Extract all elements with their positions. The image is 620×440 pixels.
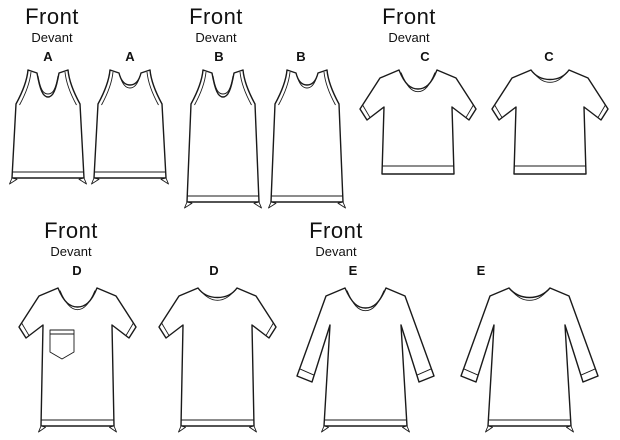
view-letter-e-front: E (348, 263, 358, 278)
armhole-binding-left (194, 71, 207, 106)
hem-vent-left (321, 425, 329, 433)
sleeve-band-left (494, 104, 503, 118)
neck-binding (37, 75, 59, 95)
view-letter-c-back: C (544, 49, 554, 64)
sleeve-cuff-left (463, 368, 479, 376)
armhole-binding-right (239, 71, 252, 106)
neck-binding (532, 71, 568, 83)
chest-pocket (49, 329, 75, 360)
view-c-back-drawing (491, 69, 609, 175)
hem-vent-right (253, 201, 262, 209)
view-b-back-drawing (268, 69, 346, 209)
view-d-back-drawing (158, 287, 277, 433)
armhole-binding-left (278, 71, 291, 106)
section-b-heading-block: Front Devant (180, 6, 252, 46)
tee-outline (359, 69, 477, 175)
view-e-front-drawing (296, 287, 435, 433)
view-letter-c-front: C (420, 49, 430, 64)
devant-label-d: Devant (50, 244, 92, 259)
sleeve-cuff-right (580, 368, 596, 376)
top-outline (296, 287, 435, 427)
devant-label-e: Devant (315, 244, 357, 259)
hem-vent-right (249, 425, 257, 433)
section-c-heading-block: Front Devant (373, 6, 445, 46)
sleeve-band-left (21, 322, 30, 336)
neck-binding (400, 72, 436, 93)
armhole-binding-left (19, 71, 32, 106)
sleeve-band-left (362, 104, 371, 118)
hem-vent-left (485, 425, 493, 433)
hem-vent-right (566, 425, 574, 433)
tee-outline (18, 287, 137, 427)
neck-binding (199, 289, 236, 301)
section-d-heading-block: Front Devant (35, 220, 107, 260)
hem-vent-right (402, 425, 410, 433)
hem-vent-right (78, 177, 87, 185)
armhole-binding-right (64, 71, 77, 106)
devant-label-c: Devant (388, 30, 430, 45)
tank-outline (11, 69, 85, 179)
devant-label-a: Devant (31, 30, 73, 45)
hem-vent-left (184, 201, 193, 209)
devant-label-b: Devant (195, 30, 237, 45)
view-letter-d-back: D (209, 263, 219, 278)
tank-outline (186, 69, 260, 203)
sleeve-band-right (265, 322, 274, 336)
tee-outline (158, 287, 277, 427)
sleeve-band-right (465, 104, 474, 118)
view-letter-a-front: A (43, 49, 53, 64)
view-b-front-drawing (184, 69, 262, 209)
view-letter-b-back: B (296, 49, 306, 64)
neck-binding (59, 290, 96, 311)
armhole-binding-right (323, 71, 336, 106)
neck-binding (296, 75, 318, 89)
neck-binding (510, 289, 549, 301)
front-label-b: Front (189, 4, 243, 29)
tee-outline (491, 69, 609, 175)
sleeve-band-right (597, 104, 606, 118)
hem-vent-right (109, 425, 117, 433)
view-a-front-drawing (9, 69, 87, 185)
hem-vent-right (160, 177, 169, 185)
front-label-c: Front (382, 4, 436, 29)
hem-vent-left (9, 177, 18, 185)
sleeve-band-right (125, 322, 134, 336)
sleeve-band-left (161, 322, 170, 336)
section-a-heading-block: Front Devant (16, 6, 88, 46)
front-label-d: Front (44, 218, 98, 243)
hem-vent-right (337, 201, 346, 209)
hem-vent-left (38, 425, 46, 433)
neck-binding (212, 75, 234, 95)
tank-outline (93, 69, 167, 179)
hem-vent-left (91, 177, 100, 185)
armhole-binding-left (101, 71, 114, 106)
sleeve-cuff-right (416, 368, 432, 376)
neck-binding (119, 75, 141, 89)
view-letter-a-back: A (125, 49, 135, 64)
section-e-heading-block: Front Devant (300, 220, 372, 260)
view-letter-d-front: D (72, 263, 82, 278)
front-label-e: Front (309, 218, 363, 243)
view-c-front-drawing (359, 69, 477, 175)
hem-vent-left (178, 425, 186, 433)
hem-vent-left (268, 201, 277, 209)
tank-outline (270, 69, 344, 203)
view-letter-b-front: B (214, 49, 224, 64)
view-a-back-drawing (91, 69, 169, 185)
view-letter-e-back: E (476, 263, 486, 278)
armhole-binding-right (146, 71, 159, 106)
front-label-a: Front (25, 4, 79, 29)
neck-binding (346, 290, 385, 312)
sleeve-cuff-left (299, 368, 315, 376)
top-outline (460, 287, 599, 427)
view-e-back-drawing (460, 287, 599, 433)
view-d-front-drawing (18, 287, 137, 433)
